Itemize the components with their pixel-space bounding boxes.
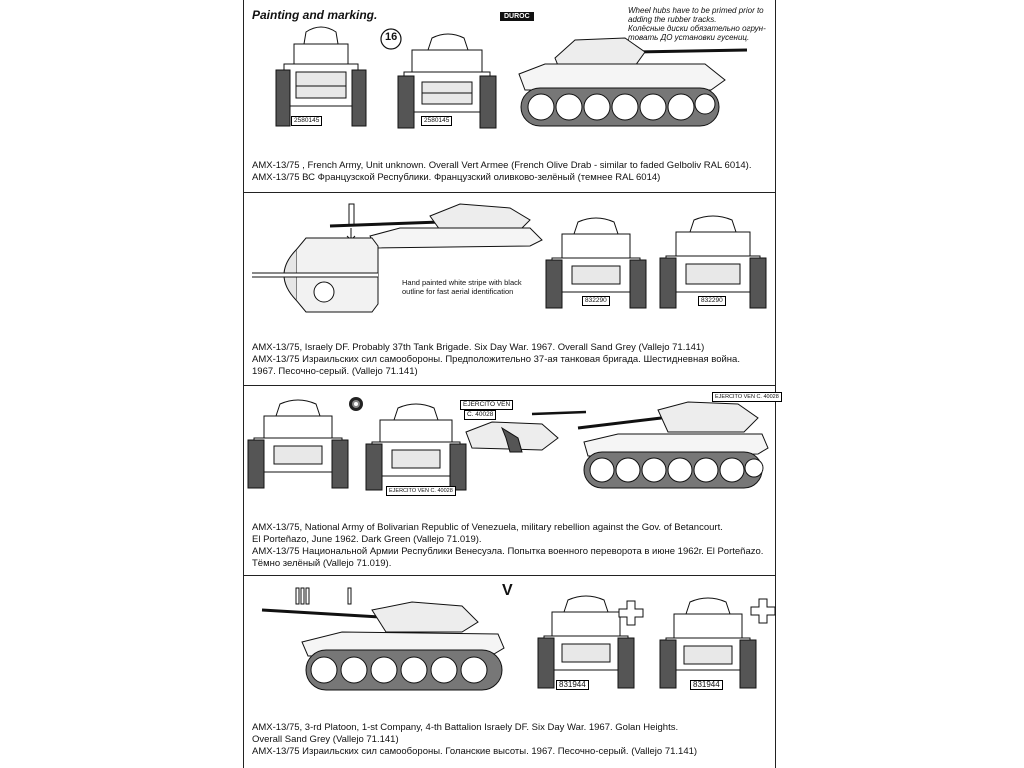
s3-caption: AMX-13/75, National Army of Bolivarian R… xyxy=(252,522,764,569)
s4-platoon-marks xyxy=(295,587,352,605)
s1-rear-serial: 2580145 xyxy=(421,116,453,126)
s3-roundel xyxy=(349,397,363,411)
s3-hull-marking-name: EJERCITO VEN xyxy=(460,400,514,410)
s4-front-view xyxy=(537,595,635,689)
s1-roundel-16 xyxy=(380,28,402,50)
s3-front-view xyxy=(247,399,349,489)
s3-hull-marking-number: C. 40028 xyxy=(464,410,497,420)
s2-stripe-callout: Hand painted white stripe with black out… xyxy=(402,278,522,296)
section-divider xyxy=(243,385,776,386)
s3-rear-plate: EJERCITO VEN C. 40028 xyxy=(386,486,456,496)
s1-rear-view xyxy=(397,33,497,129)
s2-front-view xyxy=(545,217,647,309)
s4-rear-view xyxy=(659,597,757,689)
s3-side-view xyxy=(577,401,769,489)
s2-front-serial: 832290 xyxy=(582,296,610,306)
s4-cross-emblem xyxy=(618,600,644,626)
s1-caption: AMX-13/75 , French Army, Unit unknown. O… xyxy=(252,160,752,183)
s4-caption: AMX-13/75, 3-rd Platoon, 1-st Company, 4… xyxy=(252,722,698,757)
s3-rear-view xyxy=(365,403,467,491)
s3-turret-plate: EJERCITO VEN C. 40028 xyxy=(712,392,782,402)
section-divider xyxy=(243,192,776,193)
section-divider xyxy=(243,575,776,576)
page-title: Painting and marking. xyxy=(252,8,378,22)
s2-top-view xyxy=(252,237,379,313)
s1-roundel-number: 16 xyxy=(385,31,398,43)
wheel-hub-note: Wheel hubs have to be primed prior to ad… xyxy=(628,6,766,42)
s2-rear-serial: 832290 xyxy=(698,296,726,306)
s4-v-mark: V xyxy=(502,582,513,599)
s1-name-plate: DUROC xyxy=(500,12,534,21)
s4-front-serial: 831944 xyxy=(556,680,589,690)
s3-turret-side xyxy=(465,410,587,453)
s4-cross-emblem-rear xyxy=(750,598,776,624)
s2-caption: AMX-13/75, Israely DF. Probably 37th Tan… xyxy=(252,342,740,377)
s4-side-view xyxy=(261,601,505,691)
s2-side-view xyxy=(329,203,543,249)
s1-front-view xyxy=(275,26,367,127)
s1-front-serial: 2580145 xyxy=(291,116,323,126)
s4-rear-serial: 831944 xyxy=(690,680,723,690)
s2-rear-view xyxy=(659,215,767,309)
s1-side-view xyxy=(518,37,748,127)
